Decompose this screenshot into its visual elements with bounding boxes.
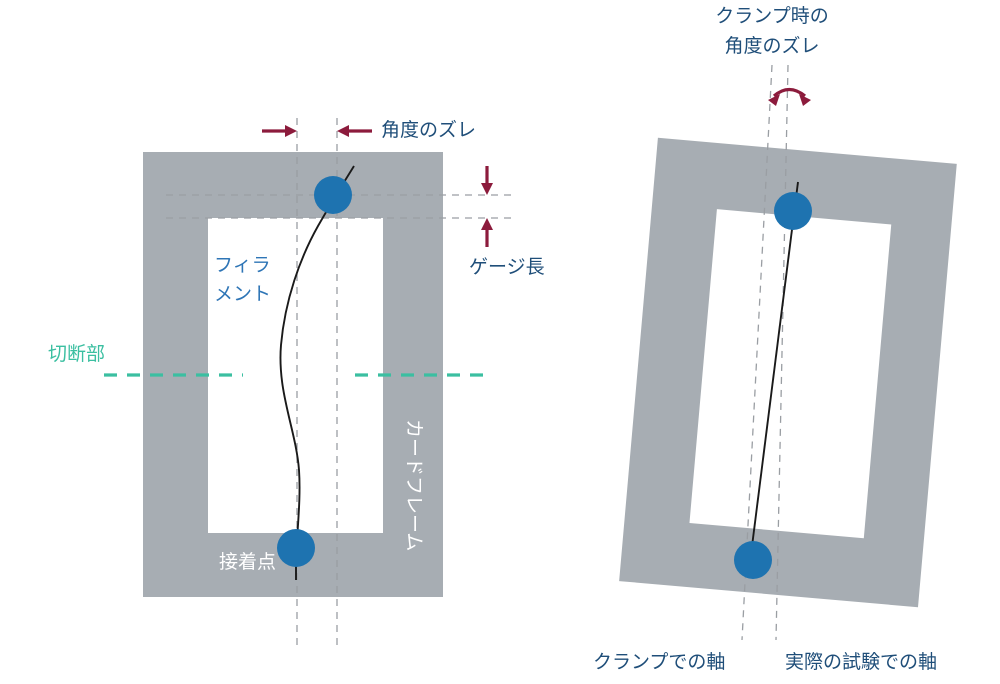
filament-curve [279, 165, 355, 580]
label-bond-point: 接着点 [219, 551, 276, 573]
gauge-arrow-up [481, 218, 493, 247]
angle-offset-arrow-left [262, 125, 297, 137]
right-card-frame [619, 137, 957, 608]
label-cut-section: 切断部 [48, 343, 105, 365]
label-angle-offset: 角度のズレ [381, 119, 476, 141]
right-bond-dot-bottom [734, 541, 772, 579]
clamp-angle-arc-arrow [768, 87, 811, 106]
label-gauge-length: ゲージ長 [469, 256, 545, 278]
label-clamp-axis: クランプでの軸 [593, 651, 725, 673]
label-clamp-angle-offset-line1: クランプ時の [715, 5, 828, 27]
angle-offset-arrow-right [337, 125, 372, 137]
right-panel: クランプ時の 角度のズレ クランプでの軸 実際の試験での軸 [593, 5, 957, 673]
gauge-arrow-down [481, 166, 493, 195]
label-filament-line2: メント [214, 284, 271, 305]
label-clamp-angle-offset-line2: 角度のズレ [724, 35, 819, 57]
label-filament-line1: フィラ [214, 255, 271, 276]
clamp-axis-guide [741, 64, 773, 641]
bond-dot-top [314, 176, 352, 214]
label-card-frame: カードフレーム [403, 419, 424, 551]
label-actual-test-axis: 実際の試験での軸 [785, 651, 937, 673]
left-panel: 角度のズレ ゲージ長 フィラ メント 切断部 カードフレーム 接着点 [48, 118, 545, 648]
bond-dot-bottom [277, 529, 315, 567]
right-bond-dot-top [774, 192, 812, 230]
test-axis-guide [775, 64, 789, 641]
right-filament-line [747, 181, 799, 579]
